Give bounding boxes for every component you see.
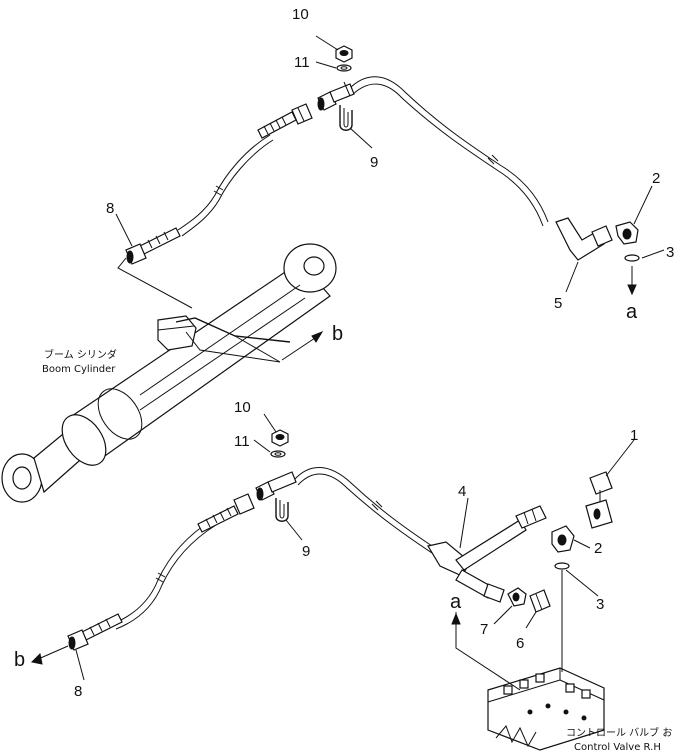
- control-valve-label-jp: コントロール バルブ お: [566, 726, 672, 739]
- callout-5: 5: [554, 295, 562, 312]
- callout-11-top: 11: [294, 54, 310, 71]
- top-nut-10: [335, 45, 353, 63]
- callout-7: 7: [480, 621, 488, 638]
- connector-b-bottom: b: [14, 649, 25, 671]
- callout-8-top: 8: [106, 200, 114, 217]
- bottom-oring-3: [554, 562, 570, 570]
- boom-cylinder: [1, 243, 337, 503]
- bottom-clamp-9: [275, 498, 289, 522]
- connector-a-bottom: a: [450, 591, 462, 613]
- callout-10-top: 10: [292, 6, 309, 23]
- bottom-fitting-1: [585, 471, 613, 529]
- connector-a-top: a: [626, 301, 638, 323]
- callout-2-bottom: 2: [594, 540, 602, 557]
- bottom-washer-11: [270, 450, 286, 458]
- leader-lines: [75, 35, 665, 681]
- top-elbow-2: [615, 221, 639, 245]
- top-oring-3: [624, 254, 640, 262]
- callout-6: 6: [516, 635, 524, 652]
- callout-3-top: 3: [666, 244, 674, 261]
- callout-11-bottom: 11: [234, 433, 250, 450]
- callout-8-bottom: 8: [74, 683, 82, 700]
- top-elbow-5: [555, 217, 613, 261]
- top-bulkhead-fitting: [317, 81, 355, 111]
- bottom-hose-end-fitting: [197, 493, 255, 533]
- boom-cylinder-label-en: Boom Cylinder: [42, 364, 116, 375]
- bottom-tee-4: [427, 505, 547, 603]
- callout-3-bottom: 3: [596, 596, 604, 613]
- bottom-hose-fitting-8: [67, 613, 123, 651]
- callout-10-bottom: 10: [234, 399, 251, 416]
- bottom-plug-7: [507, 587, 527, 607]
- callout-2-top: 2: [652, 170, 660, 187]
- connector-b-top: b: [332, 323, 343, 345]
- bottom-nut-10: [271, 429, 289, 447]
- bottom-bulkhead-fitting: [255, 471, 297, 501]
- bottom-hose-assembly: [30, 429, 613, 665]
- top-clamp-9: [339, 105, 353, 131]
- callout-9-bottom: 9: [302, 543, 310, 560]
- callout-1: 1: [630, 427, 638, 444]
- bottom-elbow-2: [551, 525, 575, 553]
- control-valve-label-en: Control Valve R.H: [574, 742, 661, 753]
- bottom-cap-6: [529, 589, 551, 613]
- top-hose-assembly: [125, 45, 640, 296]
- top-washer-11: [336, 64, 352, 72]
- boom-cylinder-label-jp: ブーム シリンダ: [44, 348, 117, 361]
- callout-4: 4: [458, 483, 466, 500]
- callout-9-top: 9: [370, 154, 378, 171]
- top-hose-end-fitting: [257, 103, 313, 139]
- top-hose-fitting-8: [125, 227, 181, 265]
